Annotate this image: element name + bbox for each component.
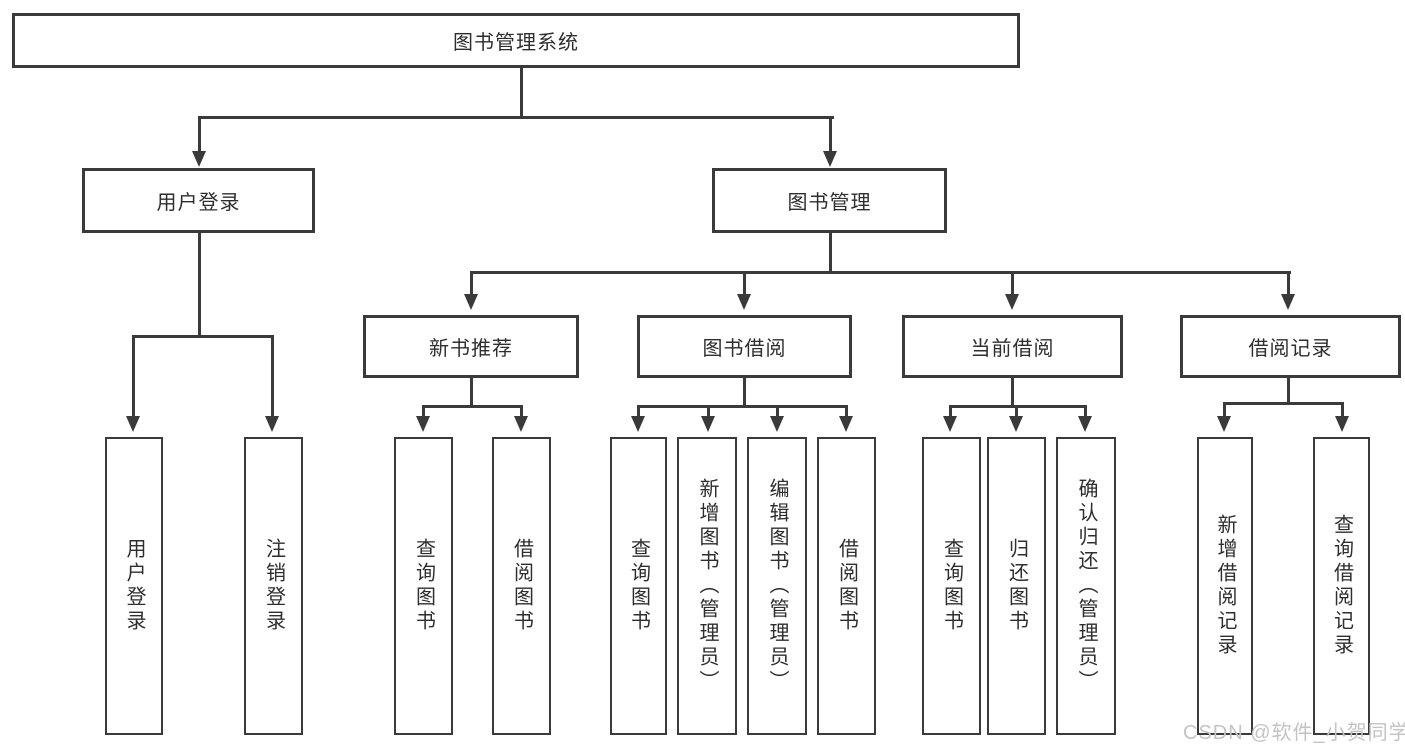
connector-arrow-leaf: [1014, 406, 1018, 418]
node-label: 查询图书: [412, 538, 435, 634]
connector-root-bar: [197, 115, 834, 119]
connector-borrow-records-stub: [1286, 378, 1290, 403]
node-label: 注销登录: [262, 538, 285, 634]
arrowhead-icon: [1281, 294, 1295, 310]
node-root: 图书管理系统: [12, 13, 1020, 68]
node-label: 查询借阅记录: [1330, 514, 1353, 658]
node-label: 归还图书: [1005, 538, 1028, 634]
leaf-borrow-books-rec: 借阅图书: [492, 437, 551, 735]
connector-user-login-stub: [197, 233, 201, 336]
node-label: 新增图书（管理员）: [696, 478, 718, 694]
node-label: 查询图书: [627, 538, 650, 634]
leaf-add-borrow-record: 新增借阅记录: [1197, 437, 1253, 735]
arrowhead-icon: [770, 416, 784, 432]
node-label: 图书管理: [787, 192, 872, 214]
arrowhead-icon: [192, 151, 206, 167]
connector-borrow-records-bar: [1222, 401, 1344, 405]
connector-new-book-stub: [469, 378, 473, 406]
connector-arrow-leaf: [844, 406, 848, 418]
watermark: CSDN @软件_小贺同学: [1183, 722, 1405, 744]
leaf-query-borrow-record: 查询借阅记录: [1313, 437, 1370, 735]
connector-book-borrow-bar: [636, 404, 848, 408]
node-label: 借阅记录: [1248, 338, 1333, 360]
connector-arrow-logout-leaf: [270, 336, 274, 418]
connector-arrow-leaf: [519, 406, 523, 418]
connector-user-login-bar: [131, 334, 274, 338]
arrowhead-icon: [1009, 416, 1023, 432]
arrowhead-icon: [823, 151, 837, 167]
node-label: 查询图书: [940, 538, 963, 634]
connector-arrow-user-login: [197, 117, 201, 153]
connector-arrow-leaf: [1340, 403, 1344, 418]
node-label: 新书推荐: [429, 338, 513, 360]
arrowhead-icon: [1005, 294, 1019, 310]
connector-arrow-leaf: [421, 406, 425, 418]
arrowhead-icon: [1217, 416, 1231, 432]
leaf-borrow-books: 借阅图书: [817, 437, 876, 735]
leaf-user-login: 用户登录: [105, 437, 163, 735]
arrowhead-icon: [701, 416, 715, 432]
connector-arrow-login-leaf: [131, 336, 135, 418]
connector-arrow-leaf: [636, 406, 640, 418]
leaf-confirm-return-admin: 确认归还（管理员）: [1056, 437, 1116, 735]
arrowhead-icon: [464, 294, 478, 310]
arrowhead-icon: [265, 416, 279, 432]
node-label: 编辑图书（管理员）: [766, 478, 788, 694]
arrowhead-icon: [839, 416, 853, 432]
connector-arrow-leaf: [1222, 403, 1226, 418]
arrowhead-icon: [943, 416, 957, 432]
connector-book-mgmt-stub: [828, 233, 832, 272]
node-label: 用户登录: [156, 192, 241, 214]
leaf-edit-book-admin: 编辑图书（管理员）: [747, 437, 807, 735]
arrowhead-icon: [126, 416, 140, 432]
leaf-query-books-borrow: 查询图书: [610, 437, 667, 735]
connector-arrow-book-mgmt: [828, 117, 832, 153]
connector-current-borrow-bar: [948, 404, 1087, 408]
arrowhead-icon: [416, 416, 430, 432]
connector-arrow-leaf: [948, 406, 952, 418]
node-label: 确认归还（管理员）: [1075, 478, 1097, 694]
connector-arrow-leaf: [1083, 406, 1087, 418]
connector-new-book-bar: [421, 404, 523, 408]
leaf-query-books-current: 查询图书: [922, 437, 981, 735]
node-label: 新增借阅记录: [1214, 514, 1236, 658]
arrowhead-icon: [631, 416, 645, 432]
node-label: 借阅图书: [510, 538, 533, 634]
leaf-query-books-rec: 查询图书: [394, 437, 453, 735]
connector-arrow-new-book: [469, 272, 473, 295]
leaf-logout: 注销登录: [244, 437, 303, 735]
arrowhead-icon: [1335, 416, 1349, 432]
leaf-return-books: 归还图书: [987, 437, 1046, 735]
connector-arrow-leaf: [706, 406, 710, 418]
node-root-label: 图书管理系统: [453, 32, 579, 54]
node-label: 当前借阅: [970, 338, 1055, 360]
connector-root-stub: [519, 68, 523, 117]
node-borrow-records: 借阅记录: [1180, 315, 1401, 378]
connector-book-borrow-stub: [742, 378, 746, 406]
node-book-borrow: 图书借阅: [637, 315, 852, 378]
connector-arrow-current-borrow: [1010, 272, 1014, 295]
arrowhead-icon: [737, 294, 751, 310]
arrowhead-icon: [1078, 416, 1092, 432]
connector-book-mgmt-bar: [469, 270, 1291, 274]
node-user-login: 用户登录: [82, 168, 315, 233]
connector-arrow-leaf: [775, 406, 779, 418]
node-new-book-rec: 新书推荐: [363, 315, 579, 378]
leaf-add-book-admin: 新增图书（管理员）: [677, 437, 737, 735]
connector-current-borrow-stub: [1010, 378, 1014, 406]
node-current-borrow: 当前借阅: [902, 315, 1123, 378]
node-label: 图书借阅: [702, 338, 787, 360]
arrowhead-icon: [514, 416, 528, 432]
connector-arrow-book-borrow: [742, 272, 746, 295]
node-book-mgmt: 图书管理: [712, 168, 947, 233]
connector-arrow-borrow-records: [1286, 272, 1290, 295]
node-label: 借阅图书: [835, 538, 858, 634]
node-label: 用户登录: [123, 538, 145, 634]
